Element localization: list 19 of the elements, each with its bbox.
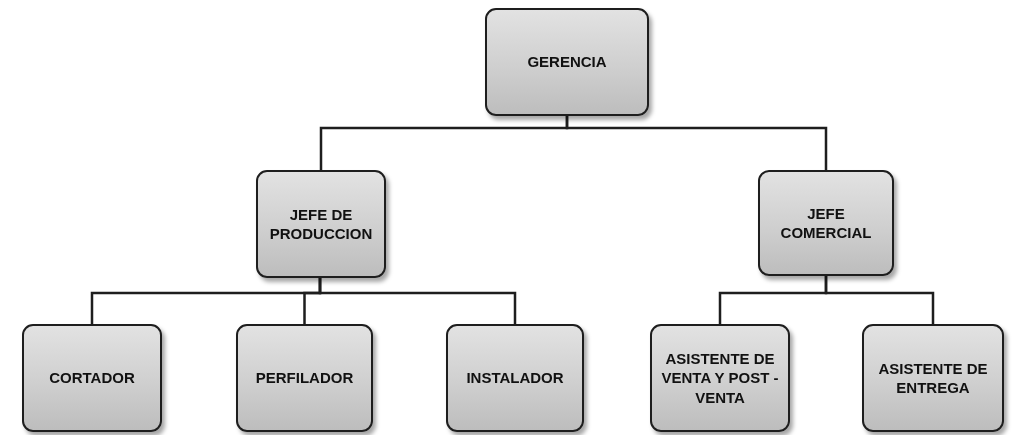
role-label: ASISTENTE DE ENTREGA	[877, 358, 989, 398]
role-label: JEFE COMERCIAL	[779, 203, 873, 243]
org-box	[758, 170, 894, 276]
org-box	[236, 324, 373, 432]
role-label: INSTALADOR	[466, 368, 564, 388]
org-box	[256, 170, 386, 278]
org-box	[862, 324, 1004, 432]
role-label: GERENCIA	[527, 52, 607, 72]
role-label: PERFILADOR	[255, 368, 354, 388]
org-box	[22, 324, 162, 432]
connector-line	[565, 116, 828, 170]
role-label: JEFE DE PRODUCCION	[268, 204, 374, 244]
connector-line	[318, 278, 517, 324]
org-box	[485, 8, 649, 116]
org-box	[650, 324, 790, 432]
role-label: ASISTENTE DE VENTA Y POST - VENTA	[660, 348, 780, 408]
connector-line	[824, 276, 935, 324]
org-box	[446, 324, 584, 432]
role-label: CORTADOR	[49, 368, 135, 388]
